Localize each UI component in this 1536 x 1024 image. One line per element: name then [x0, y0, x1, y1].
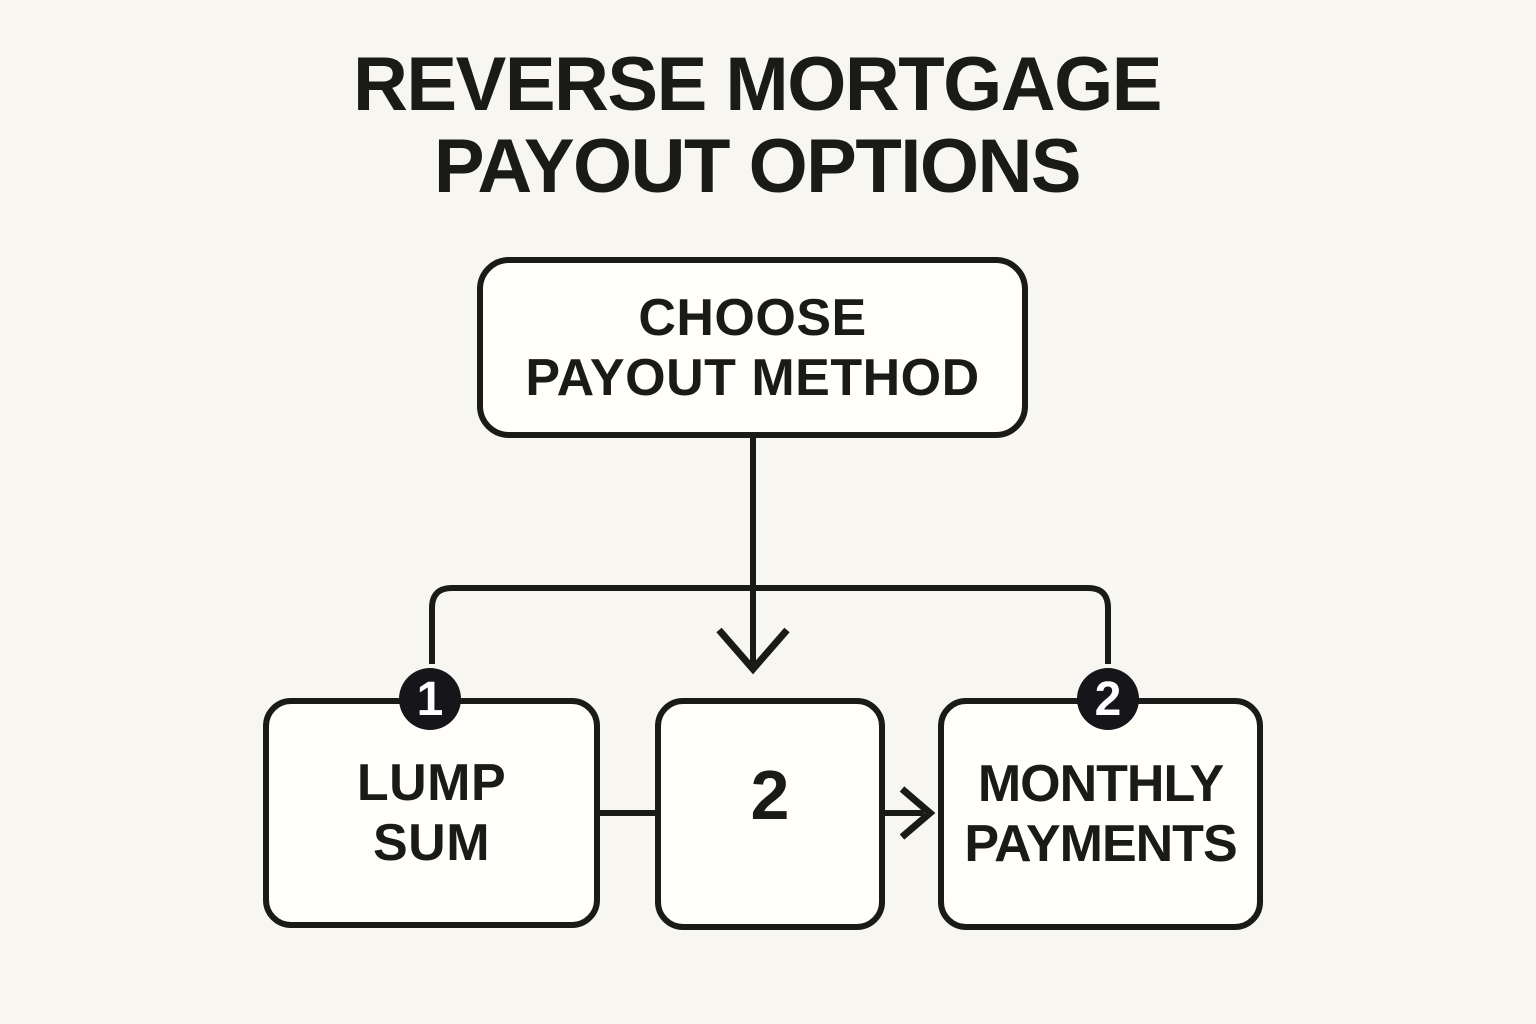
lump-sum-box: LUMP SUM [263, 698, 600, 928]
title-line-1: REVERSE MORTGAGE [353, 42, 1162, 127]
root-box-line-1: CHOOSE [638, 288, 867, 347]
badge-2-number: 2 [1094, 672, 1122, 726]
monthly-line-1: MONTHLY [977, 755, 1224, 813]
lump-sum-line-1: LUMP [356, 754, 507, 812]
title-line-2: PAYOUT OPTIONS [433, 124, 1082, 209]
monthly-payments-box: MONTHLY PAYMENTS [938, 698, 1263, 930]
middle-box: 2 [655, 698, 885, 930]
lump-sum-line-2: SUM [372, 814, 491, 872]
root-box: CHOOSE PAYOUT METHOD [477, 257, 1028, 438]
root-box-line-2: PAYOUT METHOD [525, 348, 980, 407]
badge-1-number: 1 [416, 672, 444, 726]
right-arrow-icon [899, 786, 936, 840]
page-title: REVERSE MORTGAGE PAYOUT OPTIONS [0, 44, 1525, 208]
monthly-line-2: PAYMENTS [964, 815, 1237, 873]
middle-box-label: 2 [750, 756, 790, 834]
badge-2: 2 [1077, 668, 1139, 730]
badge-1: 1 [399, 668, 461, 730]
down-arrow-icon [716, 627, 790, 675]
branch-line [429, 585, 1111, 664]
